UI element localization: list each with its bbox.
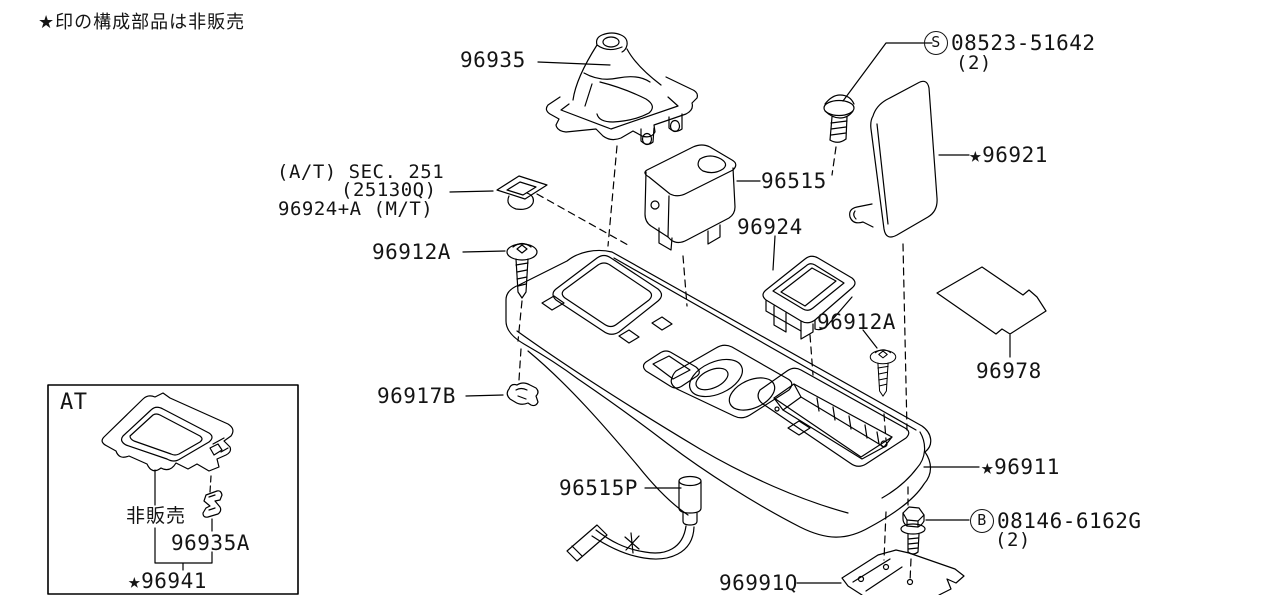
leader-lines [449, 42, 1011, 584]
label-lid: ★96921 [969, 143, 1048, 167]
at-inset-not-sold: 非販売 [126, 505, 187, 527]
at-inset-clip-label: 96935A [171, 531, 250, 555]
label-ashtray: 96515 [761, 169, 827, 193]
grommet-drawing [496, 175, 548, 210]
circled-s-symbol: S [924, 31, 948, 55]
label-at-ref-line2: (25130Q) [341, 179, 437, 201]
hex-bolt-drawing [900, 506, 926, 555]
label-console: ★96911 [981, 455, 1060, 479]
shift-boot-drawing [545, 32, 698, 146]
label-clip: 96917B [377, 384, 456, 408]
label-boot: 96935 [460, 48, 526, 72]
label-pocket: 96924 [737, 215, 803, 239]
label-at-ref-line3: 96924+A (M/T) [278, 198, 434, 220]
label-at-ref-line1: (A/T) SEC. 251 [277, 161, 445, 183]
push-screw-rear-drawing [869, 349, 897, 397]
legend-note: ★印の構成部品は非販売 [38, 12, 246, 33]
assembly-dashed-lines [517, 145, 912, 583]
circled-b-symbol: B [970, 509, 994, 533]
harness-drawing [566, 475, 702, 562]
mat-drawing [936, 266, 1047, 335]
label-bolt-b: B 08146-6162G [970, 509, 1142, 533]
console-body-drawing [505, 249, 932, 538]
label-bolt-b-qty: (2) [995, 529, 1031, 551]
bolt-b-number: 08146-6162G [997, 508, 1142, 533]
screw-s-drawing [823, 94, 855, 143]
label-screw-s: S 08523-51642 [924, 31, 1096, 55]
pocket-tray-drawing [762, 255, 856, 340]
label-screw-rear: 96912A [817, 310, 896, 334]
label-screw-s-qty: (2) [956, 52, 992, 74]
ashtray-drawing [644, 144, 737, 251]
label-mat: 96978 [976, 359, 1042, 383]
screw-s-number: 08523-51642 [951, 30, 1096, 55]
label-screw-front: 96912A [372, 240, 451, 264]
console-lid-drawing [849, 80, 938, 238]
label-harness: 96515P [559, 476, 638, 500]
at-inset-drawing [47, 384, 299, 595]
label-bracket: 96991Q [719, 571, 798, 595]
at-inset-title: AT [60, 390, 88, 415]
wire-clip-drawing [506, 382, 539, 407]
bracket-drawing [841, 549, 965, 595]
at-inset-finisher-label: ★96941 [128, 569, 207, 593]
